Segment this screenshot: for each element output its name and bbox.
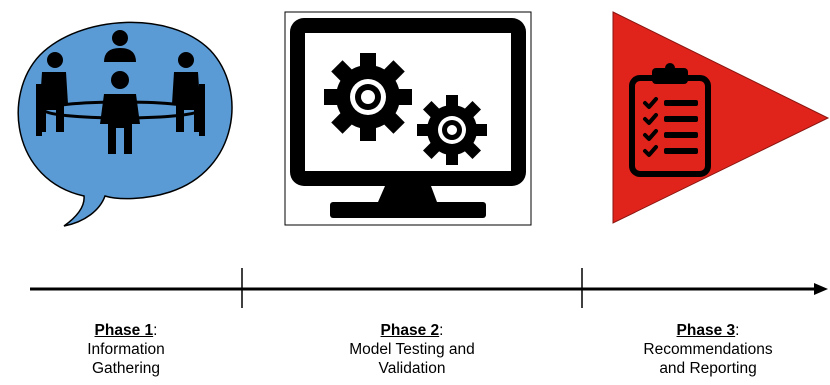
phase-3-name: Phase 3 <box>676 322 736 339</box>
phase-2-name: Phase 2 <box>380 322 440 339</box>
phase-3-desc-line2: and Reporting <box>659 360 757 377</box>
phase-1-colon: : <box>153 322 158 339</box>
phase-2-desc-line1: Model Testing and <box>349 341 475 358</box>
meeting-icon <box>17 21 233 227</box>
phase-1-name: Phase 1 <box>94 322 154 339</box>
phase-3-label: Phase 3: Recommendations and Reporting <box>608 321 808 378</box>
phase-1-desc-line2: Gathering <box>91 360 161 377</box>
phase-2-desc-line2: Validation <box>378 360 446 377</box>
clipboard-checklist-icon <box>612 11 830 224</box>
phase-3-desc-line1: Recommendations <box>643 341 773 358</box>
phase-1-label: Phase 1: Information Gathering <box>36 321 216 378</box>
phase-2-colon: : <box>439 322 444 339</box>
phase-1-desc-line1: Information <box>87 341 165 358</box>
monitor-gears-icon <box>284 11 532 226</box>
timeline <box>30 268 828 308</box>
phase-3-colon: : <box>735 322 740 339</box>
phase-2-label: Phase 2: Model Testing and Validation <box>312 321 512 378</box>
